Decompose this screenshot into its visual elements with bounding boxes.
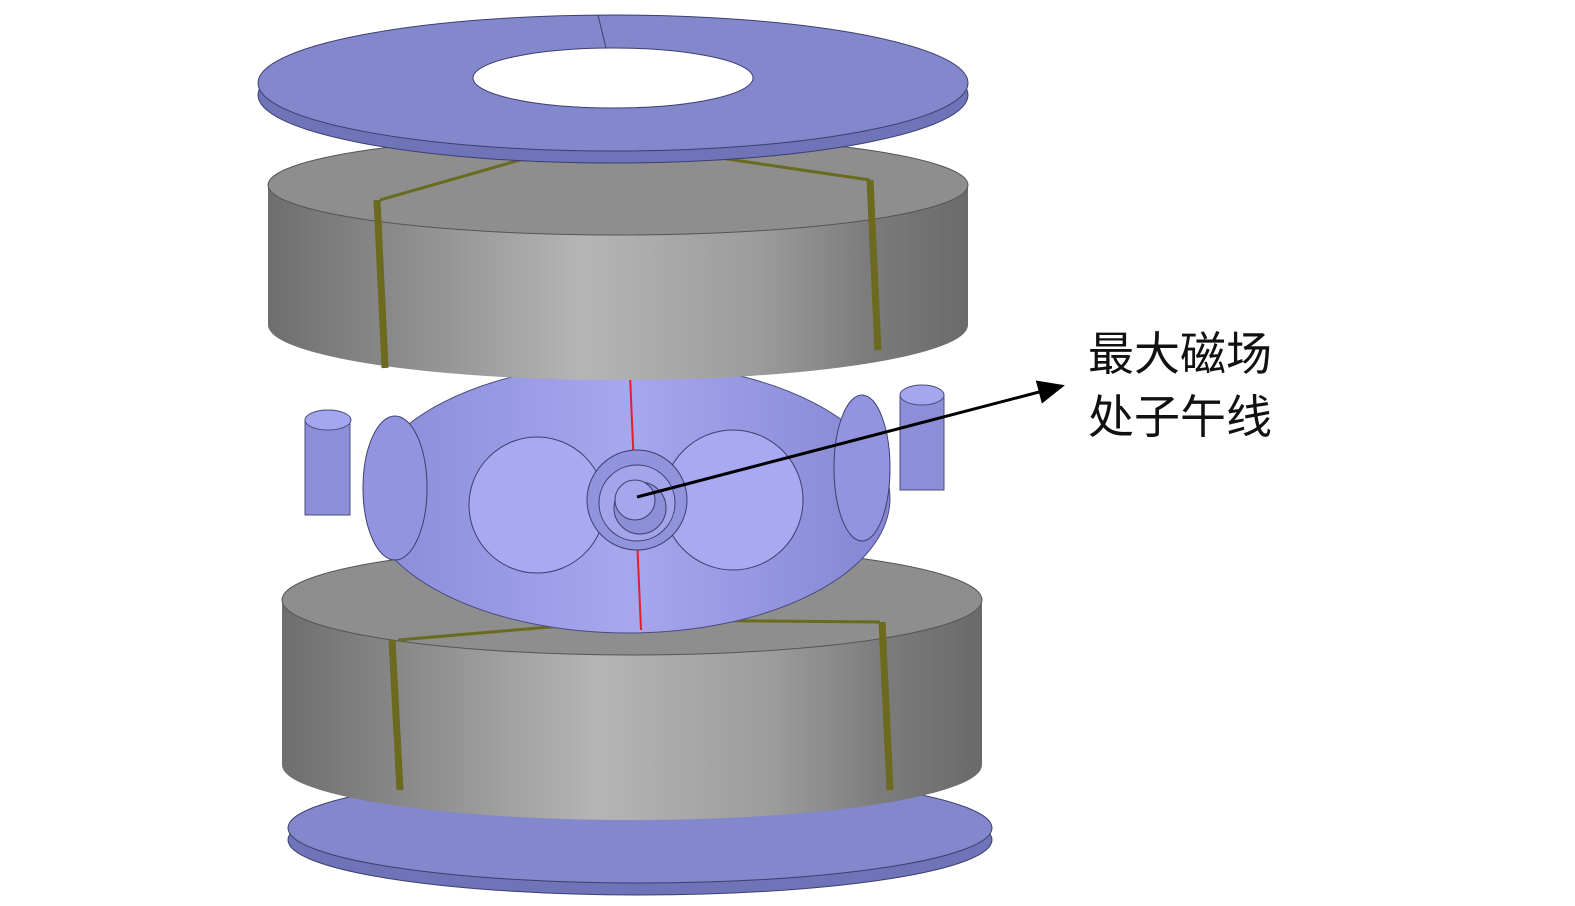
right-side-tab [899,384,945,491]
port-window [362,415,428,561]
disk-hole [472,47,754,109]
seam-line [866,179,882,351]
annotation-label-line1: 最大磁场 [1088,327,1272,381]
seam-line [388,639,404,791]
left-side-tab [304,409,352,516]
top-disk [257,14,969,164]
seam-line [878,621,894,791]
annotation-arrow [636,380,1065,499]
vacuum-chamber-sphere [362,362,891,634]
port-window [468,436,606,574]
seam-line [373,199,389,369]
center-port [586,449,688,551]
top-coil-ring [267,134,969,380]
annotation-label-line2: 处子午线 [1088,390,1272,444]
port-window [833,394,891,542]
